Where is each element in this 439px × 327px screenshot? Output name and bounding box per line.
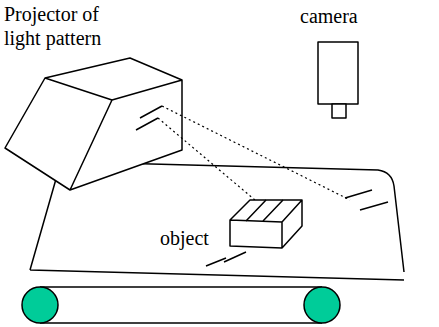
projector-label: Projector of light pattern bbox=[4, 2, 132, 50]
camera-label: camera bbox=[300, 4, 390, 28]
camera-lens bbox=[332, 104, 346, 118]
pattern-stripe bbox=[206, 190, 388, 266]
camera-body bbox=[318, 42, 358, 104]
pattern-stripe bbox=[246, 200, 283, 221]
roller bbox=[304, 287, 340, 323]
object-box bbox=[230, 200, 302, 248]
projector-body bbox=[5, 58, 182, 190]
object-label: object bbox=[160, 226, 230, 250]
conveyor-belt bbox=[30, 162, 404, 323]
light-ray bbox=[158, 106, 350, 206]
roller bbox=[22, 287, 58, 323]
